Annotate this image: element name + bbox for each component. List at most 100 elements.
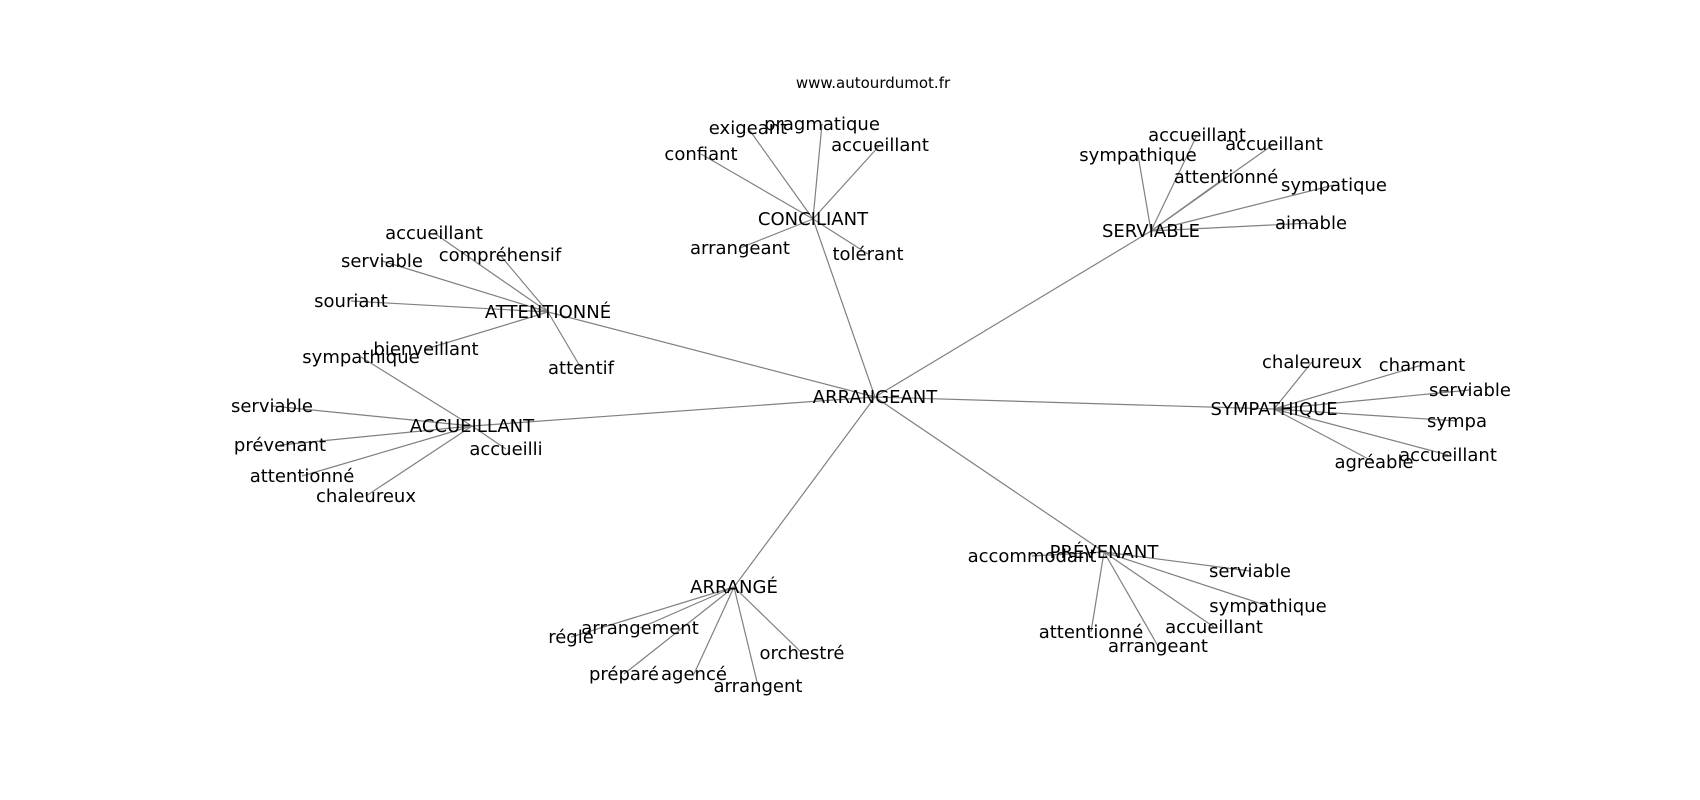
hub-to-leaf-edge — [693, 586, 735, 675]
hub-to-leaf-edge — [733, 586, 759, 687]
hub-to-leaf-edge — [1031, 551, 1105, 557]
leaf-node-label: sympathique — [1079, 145, 1196, 166]
hub-node-label: ATTENTIONNÉ — [485, 301, 611, 323]
leaf-node-label: pragmatique — [764, 114, 880, 135]
hub-to-leaf-edge — [301, 425, 473, 477]
hub-to-leaf-edge — [1150, 222, 1312, 232]
leaf-node-label: attentionné — [250, 466, 355, 487]
leaf-node-label: réglé — [548, 627, 594, 648]
hub-to-leaf-edge — [360, 356, 473, 427]
leaf-node-label: tolérant — [832, 244, 903, 265]
leaf-node-label: sympatique — [1281, 175, 1387, 196]
leaf-node-label: sympathique — [1209, 596, 1326, 617]
leaf-node-label: sympathique — [302, 347, 419, 368]
hub-node-label: SYMPATHIQUE — [1210, 399, 1337, 420]
center-to-hub-edge — [812, 218, 876, 398]
leaf-node-label: arrangeant — [690, 238, 790, 259]
leaf-node-label: accueillant — [1399, 445, 1497, 466]
leaf-node-label: chaleureux — [1262, 352, 1362, 373]
hub-to-leaf-edge — [1273, 361, 1313, 410]
hub-to-leaf-edge — [365, 425, 473, 497]
leaf-node-label: chaleureux — [316, 486, 416, 507]
hub-to-leaf-edge — [425, 311, 549, 350]
leaf-node-label: serviable — [1429, 380, 1511, 401]
hub-to-leaf-edge — [812, 144, 881, 220]
hub-to-leaf-edge — [1273, 408, 1449, 456]
center-to-hub-edge — [547, 311, 876, 398]
hub-node-label: ACCUEILLANT — [410, 416, 535, 437]
leaf-node-label: serviable — [1209, 561, 1291, 582]
hub-to-leaf-edge — [1150, 176, 1227, 232]
hub-to-leaf-edge — [1103, 551, 1215, 628]
leaf-node-label: orchestré — [760, 643, 845, 664]
hub-to-leaf-edge — [1273, 364, 1423, 410]
leaf-node-label: prévenant — [234, 435, 326, 456]
hub-to-leaf-edge — [471, 425, 507, 450]
leaf-node-label: arrangement — [581, 618, 699, 639]
hub-to-leaf-edge — [1150, 134, 1198, 232]
leaf-node-label: sympa — [1427, 411, 1487, 432]
leaf-node-label: aimable — [1275, 213, 1347, 234]
hub-to-leaf-edge — [1273, 389, 1471, 410]
leaf-node-label: accueillant — [1165, 617, 1263, 638]
leaf-node-label: attentionné — [1174, 167, 1279, 188]
hub-to-leaf-edge — [1103, 551, 1251, 572]
center-to-hub-edge — [874, 396, 1275, 410]
hub-to-leaf-edge — [499, 254, 549, 313]
hub-to-leaf-edge — [1273, 408, 1458, 422]
hub-to-leaf-edge — [700, 153, 814, 220]
center-to-hub-edge — [874, 230, 1152, 398]
hub-to-leaf-edge — [279, 425, 473, 446]
leaf-node-label: arrangeant — [1108, 636, 1208, 657]
hub-node-label: ARRANGÉ — [690, 576, 778, 598]
hub-to-leaf-edge — [570, 586, 735, 638]
hub-to-leaf-edge — [350, 300, 549, 313]
leaf-node-label: attentionné — [1039, 622, 1144, 643]
hub-to-leaf-edge — [739, 218, 814, 249]
leaf-node-label: accommodant — [968, 546, 1097, 567]
leaf-node-label: serviable — [341, 251, 423, 272]
hub-node-label: CONCILIANT — [758, 209, 869, 230]
hub-to-leaf-edge — [433, 232, 549, 313]
hub-to-leaf-edge — [1103, 551, 1269, 607]
hub-to-leaf-edge — [733, 586, 803, 654]
edges — [271, 123, 1471, 687]
leaf-node-label: accueillant — [831, 135, 929, 156]
hub-to-leaf-edge — [381, 260, 549, 313]
leaf-node-label: accueilli — [469, 439, 542, 460]
hub-to-leaf-edge — [747, 127, 814, 220]
watermark-text: www.autourdumot.fr — [796, 74, 951, 92]
hub-to-leaf-edge — [1103, 551, 1159, 647]
leaf-node-label: serviable — [231, 396, 313, 417]
leaf-node-label: accueillant — [1225, 134, 1323, 155]
leaf-node-label: charmant — [1379, 355, 1465, 376]
center-to-hub-edge — [471, 396, 876, 427]
leaf-node-label: préparé — [589, 664, 659, 685]
leaf-node-label: arrangent — [714, 676, 803, 697]
hub-node-label: PRÉVENANT — [1050, 541, 1160, 563]
labels: ARRANGEANTCONCILIANTexigeantpragmatiquea… — [231, 114, 1511, 697]
center-node-label: ARRANGEANT — [813, 387, 938, 408]
leaf-node-label: souriant — [314, 291, 388, 312]
hub-to-leaf-edge — [1150, 184, 1335, 232]
center-to-hub-edge — [733, 396, 876, 588]
hub-to-leaf-edge — [812, 218, 869, 255]
leaf-node-label: agréable — [1334, 452, 1413, 473]
leaf-node-label: accueillant — [1148, 125, 1246, 146]
leaf-node-label: exigeant — [709, 118, 787, 139]
center-to-hub-edge — [874, 396, 1105, 553]
leaf-node-label: agencé — [661, 664, 727, 685]
hub-to-leaf-edge — [1090, 551, 1105, 633]
hub-to-leaf-edge — [547, 311, 582, 369]
leaf-node-label: compréhensif — [439, 245, 562, 266]
hub-to-leaf-edge — [1137, 154, 1152, 232]
hub-to-leaf-edge — [623, 586, 735, 675]
hub-to-leaf-edge — [1273, 408, 1375, 463]
hub-to-leaf-edge — [271, 405, 473, 427]
leaf-node-label: attentif — [548, 358, 615, 379]
leaf-node-label: confiant — [664, 144, 737, 165]
hub-node-label: SERVIABLE — [1102, 221, 1200, 242]
leaf-node-label: bienveillant — [373, 339, 478, 360]
hub-to-leaf-edge — [639, 586, 735, 629]
